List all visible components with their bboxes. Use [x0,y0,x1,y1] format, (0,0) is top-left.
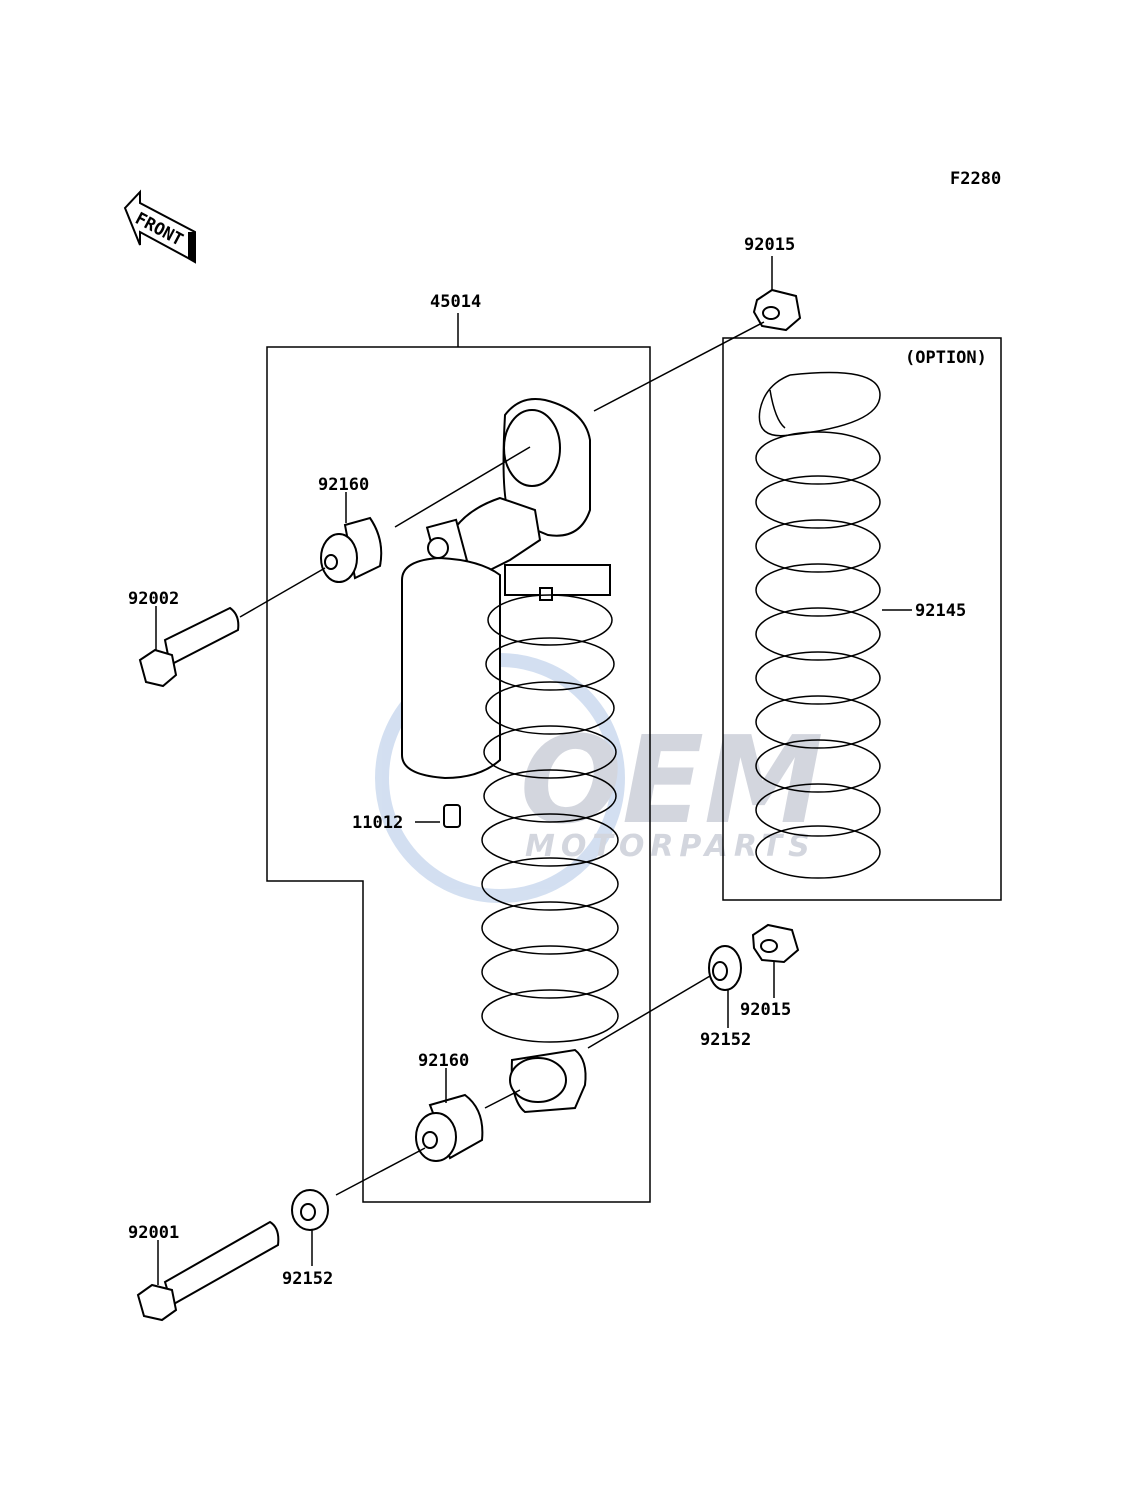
label-92152-right: 92152 [700,1030,751,1050]
right-seal [708,945,742,991]
label-92001: 92001 [128,1223,179,1243]
leader-top-nut-line [593,321,765,412]
shock-absorber [401,398,619,1114]
bottom-bolt [136,1220,280,1322]
label-92152-left: 92152 [282,1269,333,1289]
leader-bottom-collar-line [484,1089,521,1109]
front-arrow-icon: FRONT [123,189,196,264]
label-11012: 11012 [352,813,403,833]
watermark-sub: MOTORPARTS [525,829,816,864]
option-box [722,337,1002,901]
label-92160-top: 92160 [318,475,369,495]
bottom-collar [415,1093,484,1162]
shock-assembly-bracket [266,346,651,1203]
top-bolt [138,606,240,688]
leader-left-seal-line [335,1147,426,1196]
label-92002: 92002 [128,589,179,609]
label-92145: 92145 [915,601,966,621]
label-45014: 45014 [430,292,481,312]
option-spring [755,371,881,879]
label-92160-bottom: 92160 [418,1051,469,1071]
option-label: (OPTION) [905,348,987,368]
leader-right-seal-line [587,975,711,1049]
top-nut [752,288,802,332]
left-seal [291,1189,329,1231]
label-92015-top: 92015 [744,235,795,255]
label-92015-bottom: 92015 [740,1000,791,1020]
leader-top-bolt-line [239,567,326,618]
figure-code: F2280 [950,169,1001,189]
bottom-nut [751,923,800,964]
leader-top-collar-line [394,446,531,528]
top-collar [320,516,383,583]
